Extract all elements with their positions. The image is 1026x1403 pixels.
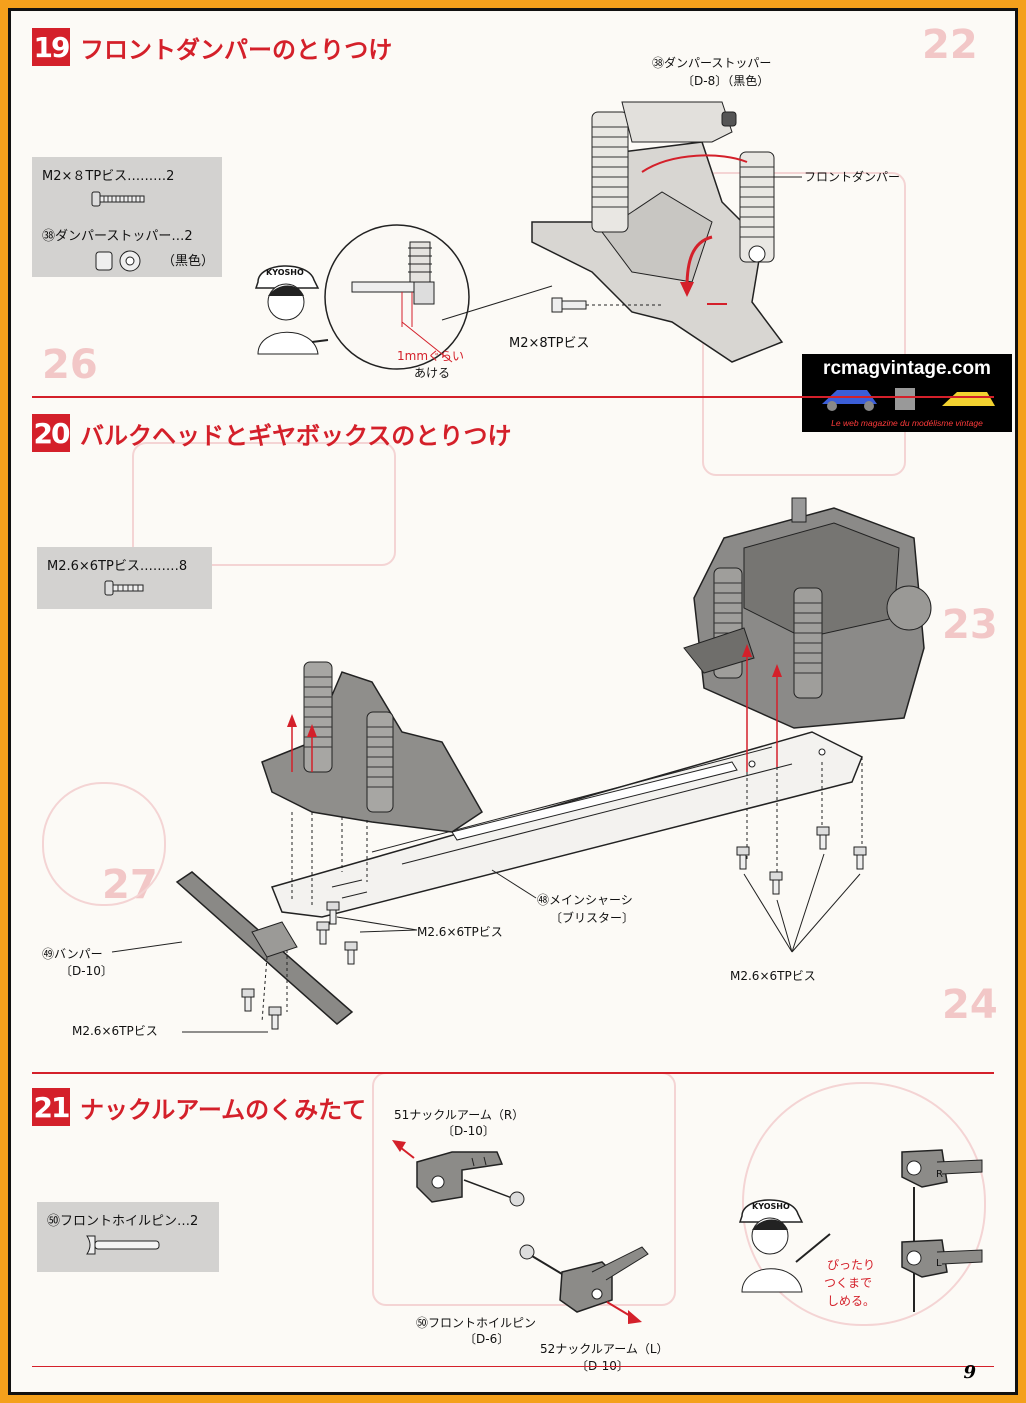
step-title: フロントダンパーのとりつけ [80, 35, 393, 64]
step20-screws [316, 826, 867, 965]
leader-line [182, 1031, 268, 1033]
screw-icon [316, 921, 330, 945]
label-main-chassis: ㊽メインシャーシ [537, 893, 633, 907]
label-screw-center: M2.6×6TPビス [417, 925, 503, 939]
page-number: 9 [963, 1362, 976, 1383]
mark-l: L [936, 1258, 942, 1269]
zoom-leader-line [441, 285, 553, 321]
label-knuckle-r: 51ナックルアーム（R） [394, 1108, 525, 1122]
step-number: 19 [32, 28, 70, 66]
mascot-illustration [254, 265, 329, 355]
label-knuckle-r-ref: 〔D-10〕 [442, 1124, 495, 1138]
manual-page: 22 26 23 24 27 19 フロントダンパーのとりつけ M2×８TPビス… [12, 12, 1014, 1391]
tip-line-2: つくまで [824, 1276, 873, 1290]
gearbox-diagram [683, 497, 932, 729]
bleed-through: 26 [42, 342, 98, 388]
main-chassis-diagram [270, 644, 863, 918]
bleed-through [742, 1082, 986, 1326]
parts-box-step20: M2.6×6TPビス………8 [37, 547, 212, 609]
front-damper-diagram [531, 101, 784, 363]
leader-line [491, 869, 537, 899]
tip-line-3: しめる。 [827, 1294, 876, 1308]
label-bumper: ㊾バンパー [42, 947, 103, 961]
label-screw-m2x8: M2×8TPビス [509, 336, 590, 351]
label-front-damper: フロントダンパー [804, 170, 901, 184]
step-number: 20 [32, 414, 70, 452]
part-screw: M2.6×6TPビス………8 [47, 559, 188, 574]
step-title: ナックルアームのくみたて [80, 1095, 367, 1124]
leader-line [742, 176, 802, 178]
label-knuckle-l: 52ナックルアーム（L） [540, 1342, 669, 1356]
step-21-heading: 21 ナックルアームのくみたて [32, 1088, 366, 1126]
label-gap-1mm: 1mmぐらい [397, 349, 465, 363]
bleed-through [42, 782, 166, 906]
screw-icon [91, 191, 145, 207]
screw-icon [104, 580, 144, 596]
label-stopper-ref: 〔D-8〕（黒色） [682, 74, 770, 88]
damper-stopper-icon [95, 250, 141, 272]
part-wheel-pin: ㊿フロントホイルピン…2 [47, 1214, 199, 1229]
logo-title: rcmagvintage.com [823, 358, 991, 379]
label-wheel-pin: ㊿フロントホイルピン [416, 1316, 537, 1330]
leader-line [111, 941, 183, 953]
bumper-diagram [175, 871, 354, 1025]
step20-screws-left [241, 988, 282, 1030]
label-main-chassis-ref: 〔ブリスター〕 [550, 911, 635, 925]
wheel-pin-icon [86, 1235, 160, 1255]
bleed-through: 23 [942, 602, 998, 648]
parts-box-step21: ㊿フロントホイルピン…2 [37, 1202, 219, 1272]
label-screw-right: M2.6×6TPビス [730, 969, 816, 983]
label-bumper-ref: 〔D-10〕 [60, 964, 113, 978]
step-20-heading: 20 バルクヘッドとギヤボックスのとりつけ [32, 414, 512, 452]
site-logo: rcmagvintage.com Le web magazine du modé… [802, 354, 1012, 432]
bleed-through: 24 [942, 982, 998, 1028]
label-screw-left: M2.6×6TPビス [72, 1024, 158, 1038]
section-divider [32, 1072, 994, 1074]
mascot-cap-logo: KYOSHO [266, 268, 304, 277]
step-title: バルクヘッドとギヤボックスのとりつけ [80, 421, 512, 450]
label-wheel-pin-ref: 〔D-6〕 [464, 1332, 510, 1346]
section-divider [32, 396, 994, 398]
part-stopper: ㊳ダンパーストッパー…2 [42, 229, 193, 244]
mark-r: R [936, 1169, 943, 1180]
label-gap-open: あける [414, 366, 451, 380]
mascot-cap-logo: KYOSHO [752, 1202, 790, 1211]
bleed-through: 22 [922, 22, 978, 68]
logo-subtitle: Le web magazine du modélisme vintage [831, 418, 983, 428]
tip-line-1: ぴったり [827, 1258, 876, 1272]
detail-zoom-circle [324, 224, 470, 370]
front-bulkhead-diagram [261, 661, 483, 907]
footer-divider [32, 1366, 994, 1367]
step-number: 21 [32, 1088, 70, 1126]
step-19-heading: 19 フロントダンパーのとりつけ [32, 28, 392, 66]
label-stopper: ㊳ダンパーストッパー [652, 56, 772, 70]
parts-box-step19: M2×８TPビス………2 ㊳ダンパーストッパー…2 （黒色） [32, 157, 222, 277]
mascot-illustration [738, 1199, 831, 1293]
part-screw: M2×８TPビス………2 [42, 169, 175, 184]
part-stopper-color: （黒色） [162, 254, 215, 269]
bleed-through [132, 442, 396, 566]
knuckle-arm-exploded [392, 1140, 649, 1324]
knuckle-arm-assembled [901, 1149, 983, 1312]
